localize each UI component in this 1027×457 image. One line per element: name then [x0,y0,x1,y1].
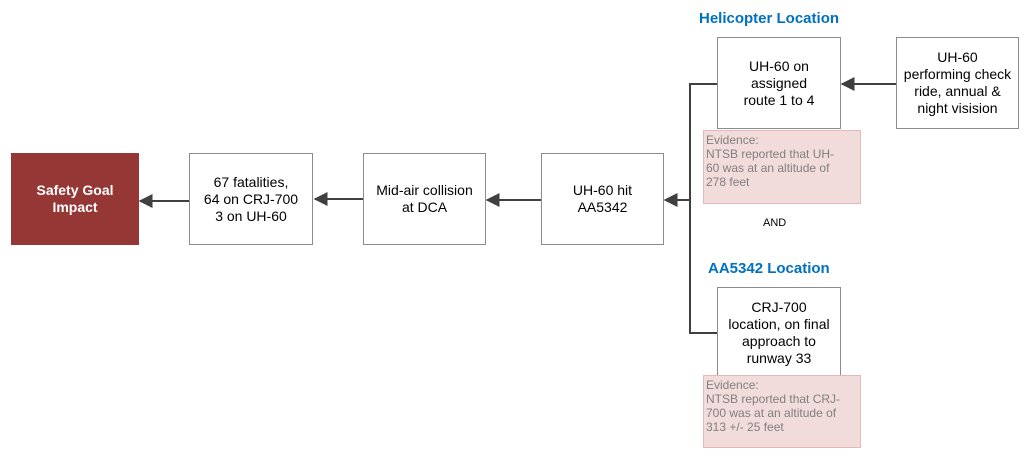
uh60-check-ride-box: UH-60 performing check ride, annual & ni… [896,37,1019,129]
helicopter-evidence-text: NTSB reported that UH- 60 was at an alti… [706,147,835,189]
aa5342-evidence-label: Evidence: [706,378,759,392]
helicopter-evidence-label: Evidence: [706,133,759,147]
mid-air-collision-box: Mid-air collision at DCA [363,153,486,245]
uh60-check-ride-label: UH-60 performing check ride, annual & ni… [903,49,1012,116]
mid-air-collision-label: Mid-air collision at DCA [376,182,473,215]
fatalities-label: 67 fatalities, 64 on CRJ-700 3 on UH-60 [203,173,299,224]
helicopter-evidence-box: Evidence: NTSB reported that UH- 60 was … [703,130,861,204]
connector-route-to-hit [689,83,717,200]
uh60-hit-aa5342-box: UH-60 hit AA5342 [541,153,664,245]
fatalities-box: 67 fatalities, 64 on CRJ-700 3 on UH-60 [189,153,313,245]
uh60-route-label: UH-60 on assigned route 1 to 4 [743,57,815,108]
connector-aa5342-to-hit [689,200,717,334]
safety-goal-impact-label: Safety Goal Impact [36,182,114,215]
uh60-hit-aa5342-label: UH-60 hit AA5342 [572,182,633,215]
aa5342-evidence-box: Evidence: NTSB reported that CRJ- 700 wa… [703,375,861,448]
and-label: AND [763,217,787,229]
aa5342-location-heading: AA5342 Location [708,260,830,277]
safety-goal-impact-box: Safety Goal Impact [11,153,139,245]
uh60-route-box: UH-60 on assigned route 1 to 4 [717,37,841,129]
crj700-location-label: CRJ-700 location, on final approach to r… [728,299,830,366]
helicopter-location-heading: Helicopter Location [699,10,840,27]
crj700-location-box: CRJ-700 location, on final approach to r… [717,287,841,379]
aa5342-evidence-text: NTSB reported that CRJ- 700 was at an al… [706,392,841,434]
